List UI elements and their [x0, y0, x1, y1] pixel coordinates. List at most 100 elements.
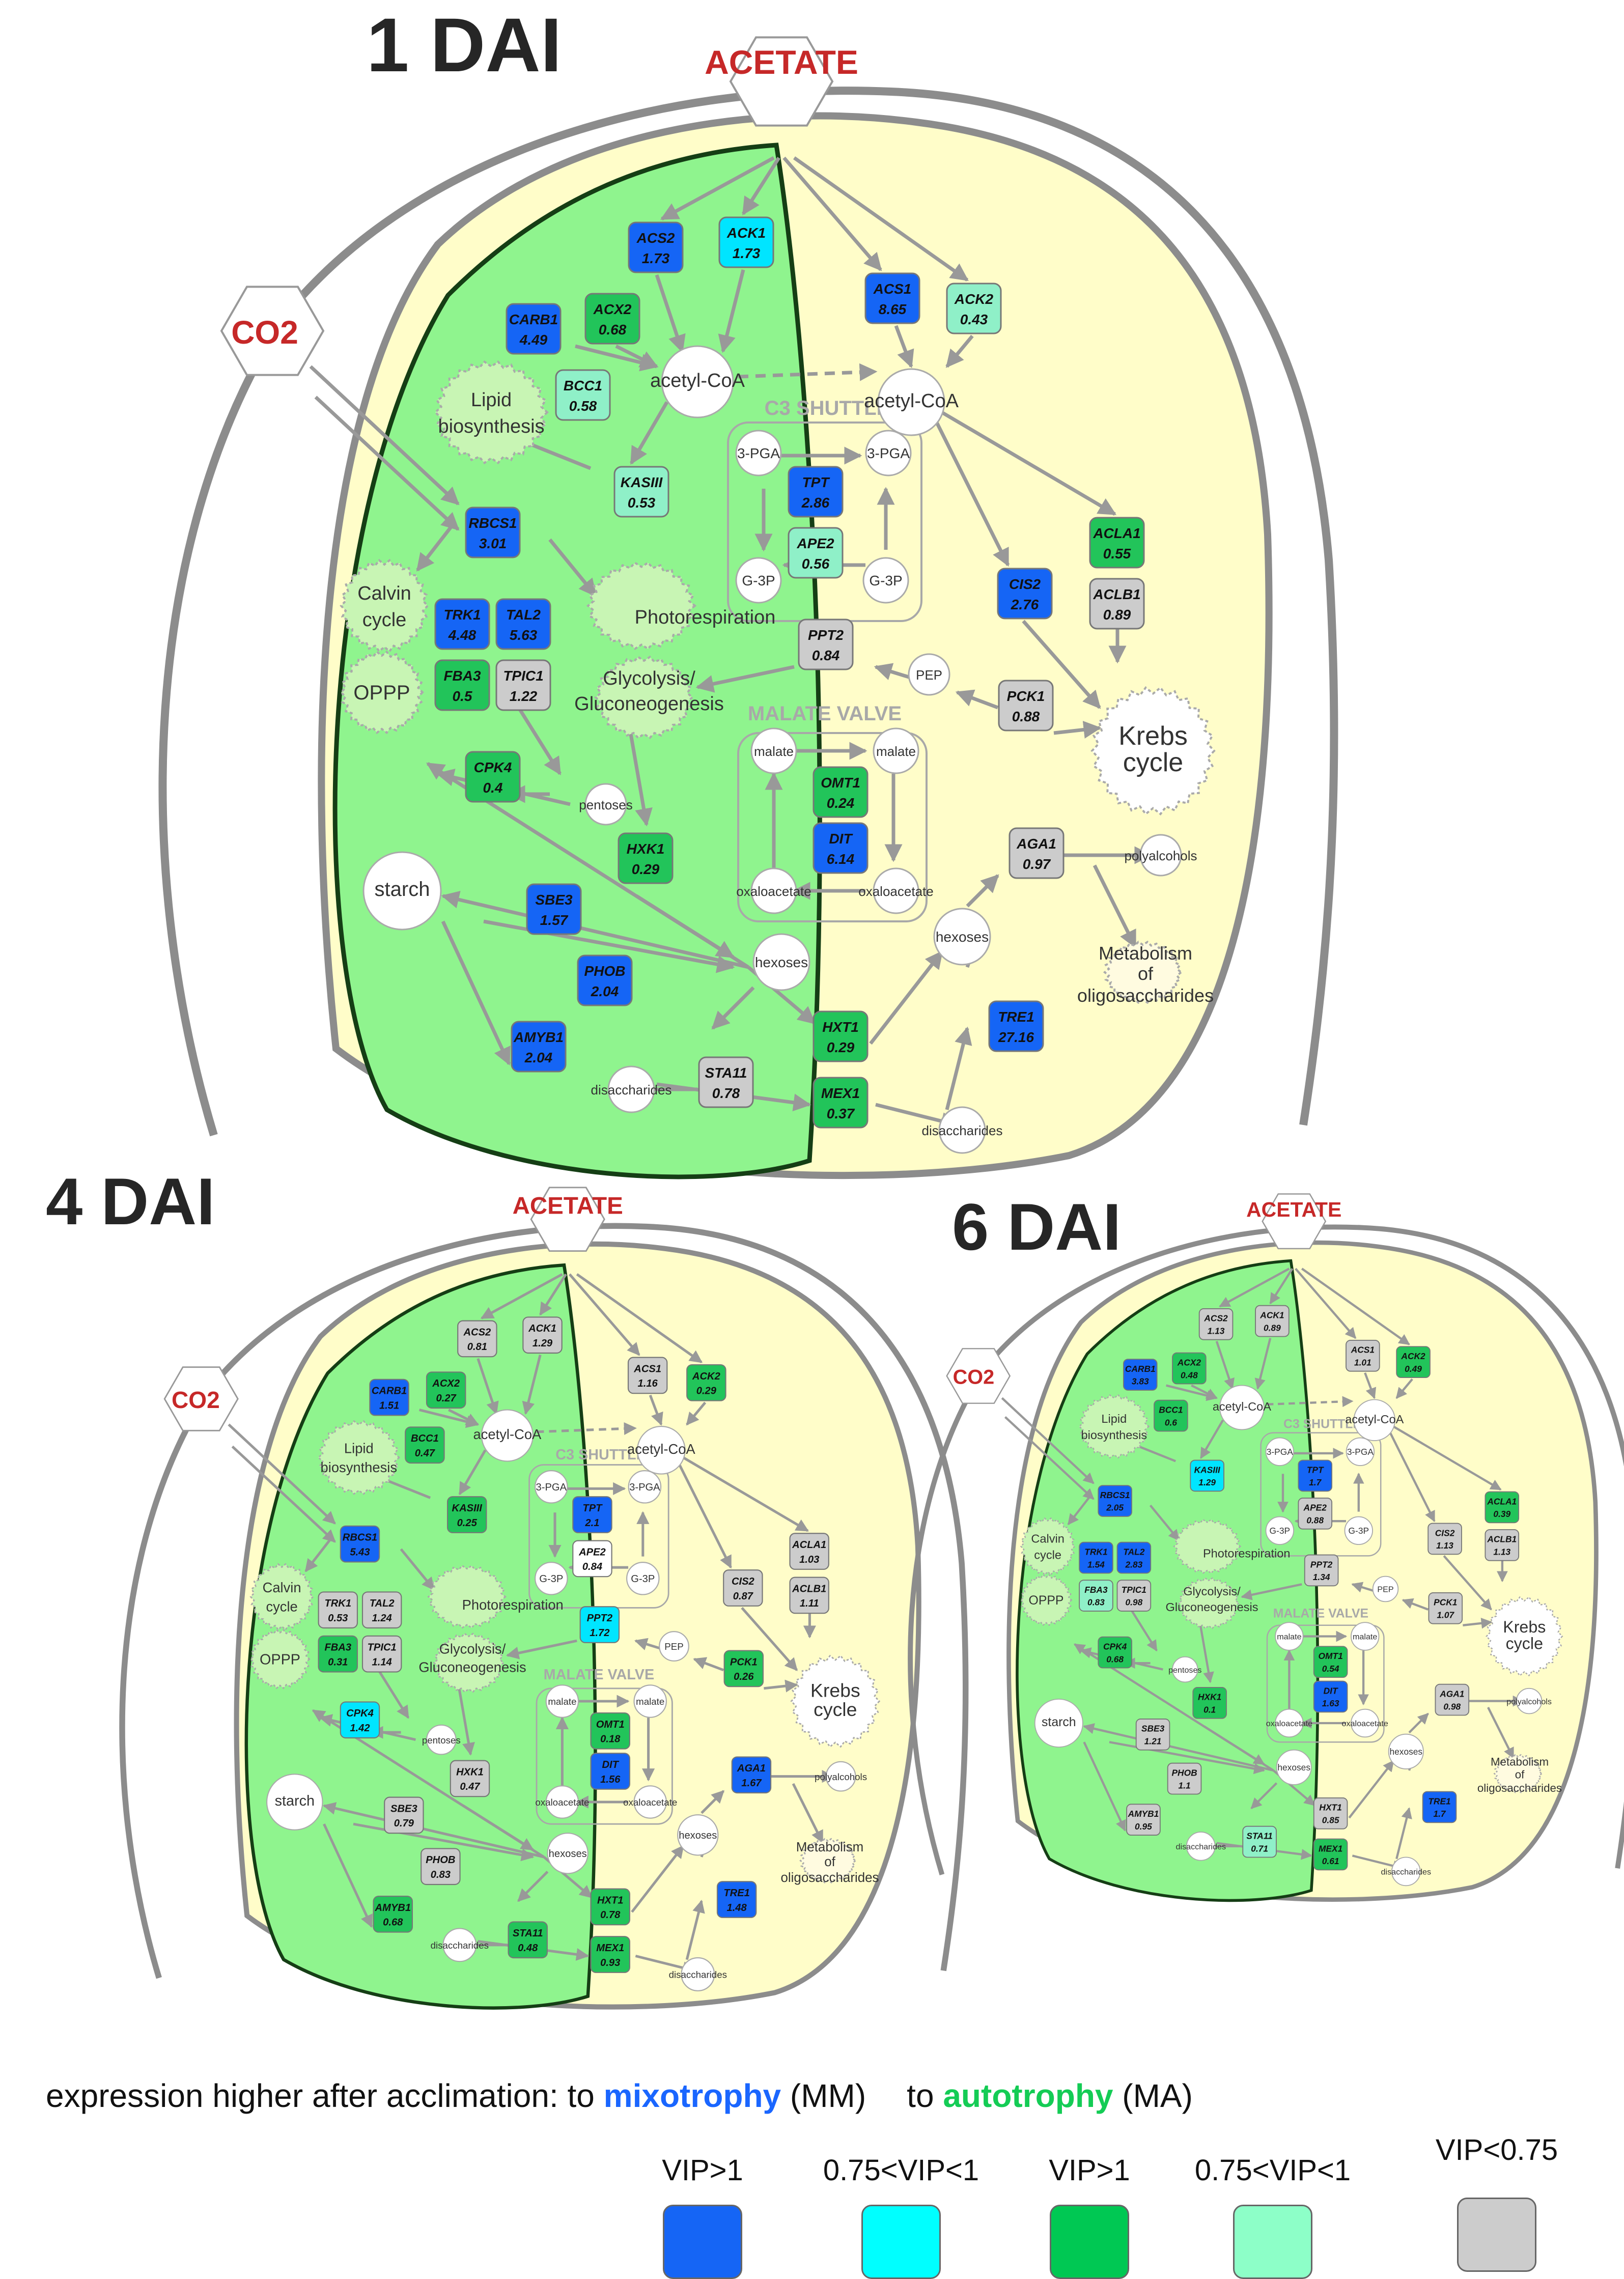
gene-name: AMYB1 [1128, 1809, 1159, 1819]
acetyl-coa-chloroplast-label: acetyl-CoA [650, 370, 745, 391]
gene-name: PPT2 [1310, 1559, 1333, 1569]
gene-name: KASIII [1194, 1465, 1221, 1475]
legend-mixotrophy: mixotrophy [603, 2077, 781, 2114]
pathway-arrow [941, 410, 1117, 516]
calvin-cycle-label: Calvin [1031, 1532, 1064, 1545]
gene-value: 0.26 [734, 1671, 754, 1682]
g3p-cytosol-label: G-3P [631, 1573, 655, 1585]
gene-value: 1.51 [379, 1400, 399, 1411]
gene-name: PHOB [584, 963, 626, 979]
pathway-arrow [1487, 1707, 1515, 1759]
malate-cytosol-label: malate [876, 744, 916, 759]
legend-label: VIP<0.75 [1435, 2133, 1558, 2167]
pentoses-node [584, 783, 627, 826]
gene-name: TAL2 [370, 1598, 395, 1609]
gene-value: 0.97 [1023, 856, 1051, 872]
gene-name: CIS2 [1435, 1528, 1455, 1538]
gene-value: 0.68 [599, 322, 627, 337]
pathway-arrow [792, 1783, 824, 1844]
pathway-arrow [568, 1273, 640, 1356]
co2-label: CO2 [172, 1387, 220, 1413]
legend-item-ma-strong: VIP>1 [988, 2153, 1191, 2279]
gene-value: 1.21 [1144, 1736, 1162, 1747]
disaccharides-chloroplast-label: disaccharides [1176, 1842, 1226, 1851]
gene-value: 0.48 [1181, 1370, 1198, 1380]
pathway-arrow [441, 920, 511, 1066]
gene-name: ACS2 [463, 1327, 491, 1338]
pathway-arrow [738, 363, 878, 381]
acetyl-coa-cytosol-label: acetyl-CoA [627, 1441, 695, 1457]
legend-prefix: expression higher after acclimation: to [46, 2077, 604, 2114]
pathway-arrow [536, 1422, 637, 1436]
gene-name: ACX2 [432, 1378, 460, 1389]
gene-name: ACS2 [1203, 1313, 1228, 1324]
outer-membrane [158, 87, 1338, 1137]
gene-name: AGA1 [1439, 1689, 1464, 1699]
photorespiration-label: Photorespiration [462, 1597, 564, 1613]
malate-cytosol-node [873, 727, 919, 774]
gene-value: 3.83 [1132, 1376, 1149, 1387]
legend-item-ma-weak: 0.75<VIP<1 [1171, 2153, 1375, 2279]
polyalcohols-label: polyalcohols [815, 1771, 867, 1782]
gene-value: 0.87 [733, 1591, 753, 1602]
pathway-arrow [1053, 721, 1102, 739]
pathway-arrow [1191, 1384, 1218, 1399]
legend-item-mm-weak: 0.75<VIP<1 [799, 2153, 1003, 2279]
pathway-arrow [1241, 1583, 1302, 1600]
pga-stroma-node [535, 1470, 568, 1504]
gene-value: 0.53 [628, 495, 656, 511]
calvin-cycle-node [1020, 1517, 1076, 1575]
lipid-biosynthesis-node [317, 1420, 401, 1495]
pathway-arrow [945, 334, 974, 368]
pathway-arrow [517, 1871, 549, 1902]
gene-name: HXK1 [456, 1766, 484, 1778]
pathway-arrow [416, 523, 455, 572]
gene-value: 2.1 [584, 1517, 599, 1529]
pathway-arrow [1395, 1807, 1412, 1860]
panel-title: 1 DAI [367, 2, 562, 88]
hexoses-chloroplast-node [752, 933, 810, 991]
hexoses-chloroplast-label: hexoses [549, 1848, 587, 1860]
pathway-arrow [718, 269, 745, 353]
gene-name: ACLB1 [1093, 586, 1140, 602]
gene-name: ACLA1 [1093, 525, 1140, 541]
gene-value: 0.89 [1264, 1323, 1281, 1333]
gene-name: MEX1 [821, 1085, 860, 1101]
pathway-arrow [1203, 1725, 1265, 1765]
gene-name: HXT1 [597, 1895, 624, 1906]
gene-name: APE2 [796, 536, 834, 551]
gene-name: APE2 [1303, 1503, 1327, 1513]
oxaloacetate-stroma-label: oxaloacetate [1266, 1719, 1312, 1728]
gene-name: ACLB1 [1487, 1534, 1517, 1544]
acetyl-coa-cytosol-label: acetyl-CoA [864, 390, 959, 412]
gene-name: FBA3 [324, 1642, 351, 1653]
gene-name: AMYB1 [513, 1029, 564, 1045]
gene-name: STA11 [1246, 1831, 1272, 1841]
pathway-arrow [448, 1409, 480, 1426]
acetyl-coa-cytosol-node [636, 1425, 686, 1475]
g3p-stroma-node [735, 557, 782, 604]
pathway-arrow [1395, 1378, 1413, 1399]
malate-valve-frame [1266, 1624, 1385, 1743]
co2-label: CO2 [231, 314, 298, 351]
pathway-arrow [1219, 1268, 1290, 1308]
hexoses-chloroplast-node [547, 1833, 589, 1874]
oligosaccharides-label: oligosaccharides [781, 1871, 879, 1885]
pga-cytosol-node [1346, 1437, 1375, 1467]
pep-label: PEP [664, 1641, 683, 1652]
calvin-cycle-label: cycle [1034, 1549, 1061, 1562]
gene-value: 2.04 [591, 983, 619, 999]
oxaloacetate-stroma-label: oxaloacetate [535, 1797, 589, 1808]
